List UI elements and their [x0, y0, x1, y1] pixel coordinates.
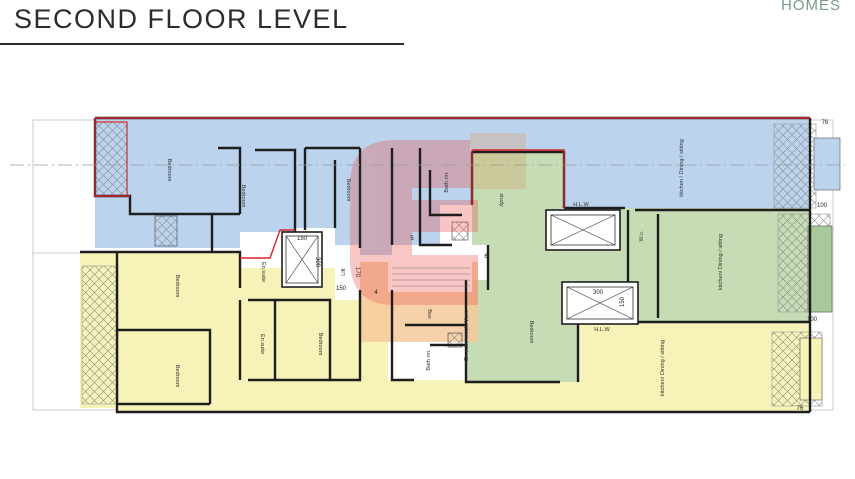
terrace-west-top	[94, 121, 128, 197]
label-bedroom-2: Bedroom	[240, 185, 246, 208]
dim-150-c: 150	[620, 296, 626, 307]
label-ensuite-mech: En.suite mech. Vent	[464, 311, 470, 361]
stair-treads	[392, 267, 470, 287]
room-labels: Bedroom Bedroom Bedroom Bath rm. study H…	[166, 139, 724, 396]
dim-100-b: 100	[807, 317, 818, 323]
label-bathrm-2: Bath rm.	[426, 349, 432, 371]
bay-east-mid	[807, 225, 833, 313]
dim-150-b: 150	[336, 286, 347, 292]
label-ensuite-2: En.suite	[259, 334, 265, 354]
label-kitchen-2: kitchen/ Dining / sitting	[718, 234, 724, 290]
unit-outline-red	[94, 117, 810, 259]
label-bathrm-1: Bath rm.	[444, 171, 450, 193]
label-lift: Lift	[341, 268, 347, 276]
label-bedroom-6: Bedroom	[528, 321, 534, 344]
dim-170: 170	[354, 267, 360, 278]
brand-name: HOMES	[780, 0, 841, 14]
terrace-west-bottom	[81, 265, 119, 405]
dim-76-top: 76	[822, 120, 829, 126]
shaft-hatch-1	[154, 215, 178, 247]
label-bedroom-5: Bedroom	[317, 333, 323, 356]
dim-100-a: 100	[817, 203, 828, 209]
shaft-hatch-2	[451, 221, 469, 241]
label-bedroom-3: Bedroom	[345, 179, 351, 202]
num-4: 4	[374, 290, 378, 296]
title-underline	[0, 43, 404, 45]
dim-300-b: 300	[593, 290, 604, 296]
lift-core-2	[545, 209, 621, 251]
page-title: SECOND FLOOR LEVEL	[14, 4, 349, 34]
label-bedroom-7: Bedroom	[174, 365, 180, 388]
lift-core-3	[561, 281, 639, 325]
lift-core-1	[281, 231, 323, 288]
label-kitchen-3: kitchen/ Dining / sitting	[660, 340, 666, 396]
yellow-apartment	[80, 252, 810, 412]
label-bedroom-1: Bedroom	[166, 159, 172, 182]
label-kitchen-1: kitchen / Dining / sitting	[679, 139, 685, 197]
bay-east-top	[813, 137, 841, 191]
label-hlw-1: H.L.W	[573, 202, 589, 208]
label-study: study	[498, 193, 504, 207]
shaft-hatch-3	[447, 332, 463, 348]
label-wc: W.c.	[639, 230, 645, 241]
dim-300-a: 300	[314, 257, 320, 268]
blue-apartment	[95, 118, 810, 255]
label-bedroom-4: Bedroom	[174, 275, 180, 298]
num-6: 6	[484, 254, 488, 260]
logo-watermark	[350, 133, 526, 305]
stair-core	[388, 262, 472, 292]
dimension-labels: 150 300 170 150 300 150 76 100 100 76 5 …	[297, 120, 829, 412]
dim-76-bot: 76	[797, 406, 804, 412]
label-ensuite-1: En.suite	[260, 262, 266, 282]
label-box: Box	[426, 309, 432, 319]
num-5: 5	[410, 236, 414, 242]
dim-150-a: 150	[297, 236, 308, 242]
label-hlw-2: H.L.W	[594, 327, 610, 333]
